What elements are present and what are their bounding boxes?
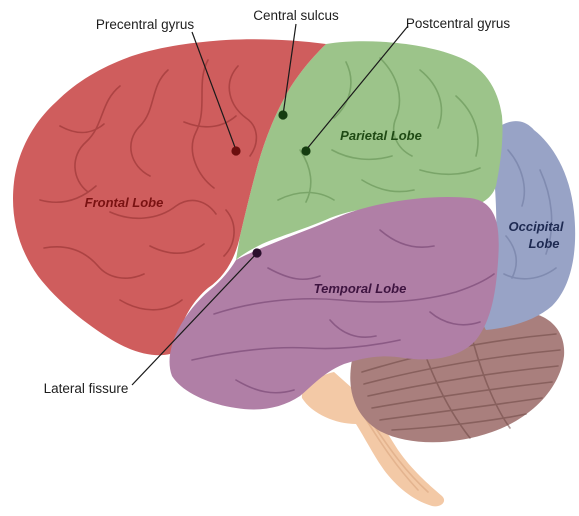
postcentral-marker: [301, 146, 310, 155]
central-sulcus-marker: [278, 110, 287, 119]
precentral-marker: [231, 146, 240, 155]
lateral-fissure-label: Lateral fissure: [44, 381, 129, 396]
frontal-lobe-label: Frontal Lobe: [85, 195, 164, 210]
occipital-lobe-label-line2: Lobe: [528, 236, 559, 251]
temporal-lobe-label: Temporal Lobe: [314, 281, 407, 296]
central-sulcus-label: Central sulcus: [253, 8, 339, 23]
occipital-lobe-label-line1: Occipital: [509, 219, 564, 234]
parietal-lobe-label: Parietal Lobe: [340, 128, 422, 143]
precentral-gyrus-label: Precentral gyrus: [96, 17, 195, 32]
postcentral-gyrus-label: Postcentral gyrus: [406, 16, 511, 31]
lateral-fissure-marker: [252, 248, 261, 257]
